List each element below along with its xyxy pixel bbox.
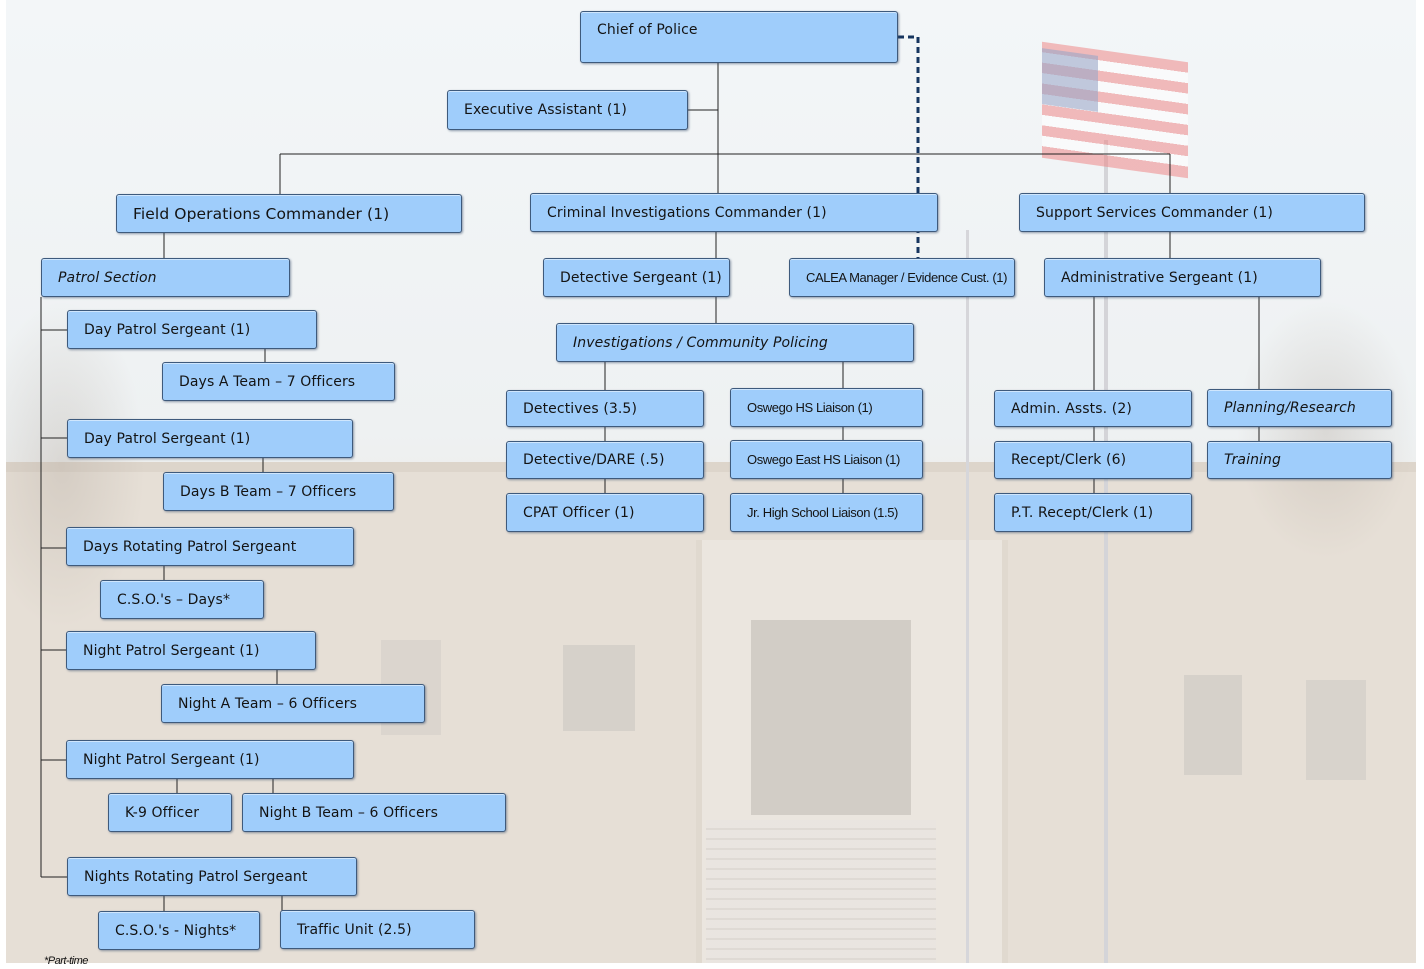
calea-manager-box: CALEA Manager / Evidence Cust. (1): [789, 258, 1015, 297]
criminal-investigations-commander-box: Criminal Investigations Commander (1): [530, 193, 938, 232]
night-patrol-sergeant-box: Night Patrol Sergeant (1): [66, 631, 316, 670]
jr-high-school-liaison-box: Jr. High School Liaison (1.5): [730, 493, 923, 532]
training-box: Training: [1207, 441, 1392, 479]
tree-foliage: [6, 300, 146, 630]
days-a-team-box: Days A Team – 7 Officers: [162, 362, 395, 401]
patrol-section-box: Patrol Section: [41, 258, 290, 297]
day-patrol-sergeant-box: Day Patrol Sergeant (1): [67, 419, 353, 458]
flagpole: [966, 230, 969, 963]
detectives-box: Detectives (3.5): [506, 390, 704, 427]
oswego-hs-liaison-box: Oswego HS Liaison (1): [730, 388, 923, 427]
building-roofline: [6, 462, 1416, 472]
night-patrol-sergeant-box: Night Patrol Sergeant (1): [66, 740, 354, 779]
field-operations-commander-box: Field Operations Commander (1): [116, 194, 462, 233]
days-rotating-patrol-sergeant-box: Days Rotating Patrol Sergeant: [66, 527, 354, 566]
administrative-sergeant-box: Administrative Sergeant (1): [1044, 258, 1321, 297]
night-a-team-box: Night A Team – 6 Officers: [161, 684, 425, 723]
flagpole: [1104, 140, 1108, 963]
oswego-east-hs-liaison-box: Oswego East HS Liaison (1): [730, 440, 923, 479]
pt-recept-clerk-box: P.T. Recept/Clerk (1): [994, 493, 1192, 532]
planning-research-box: Planning/Research: [1207, 389, 1392, 427]
chief-of-police-box: Chief of Police: [580, 11, 898, 63]
cpat-officer-box: CPAT Officer (1): [506, 493, 704, 532]
building-window: [563, 645, 635, 731]
support-services-commander-box: Support Services Commander (1): [1019, 193, 1365, 232]
recept-clerk-box: Recept/Clerk (6): [994, 441, 1192, 479]
entrance-door: [751, 620, 911, 815]
nights-rotating-patrol-sergeant-box: Nights Rotating Patrol Sergeant: [67, 857, 357, 896]
detective-dare-box: Detective/DARE (.5): [506, 441, 704, 479]
part-time-footnote: *Part-time: [44, 955, 88, 967]
investigations-community-policing-box: Investigations / Community Policing: [556, 323, 914, 362]
building-window: [1306, 680, 1366, 780]
day-patrol-sergeant-box: Day Patrol Sergeant (1): [67, 310, 317, 349]
entrance-steps: [706, 820, 936, 963]
k9-officer-box: K-9 Officer: [108, 793, 232, 832]
building-window: [1184, 675, 1242, 775]
traffic-unit-box: Traffic Unit (2.5): [280, 910, 475, 949]
executive-assistant-box: Executive Assistant (1): [447, 90, 688, 130]
cso-days-box: C.S.O.'s – Days*: [100, 580, 264, 619]
detective-sergeant-box: Detective Sergeant (1): [543, 258, 730, 297]
cso-nights-box: C.S.O.'s - Nights*: [98, 911, 260, 950]
night-b-team-box: Night B Team – 6 Officers: [242, 793, 506, 832]
days-b-team-box: Days B Team – 7 Officers: [163, 472, 394, 511]
admin-assts-box: Admin. Assts. (2): [994, 390, 1192, 427]
tree-foliage: [1236, 300, 1416, 560]
